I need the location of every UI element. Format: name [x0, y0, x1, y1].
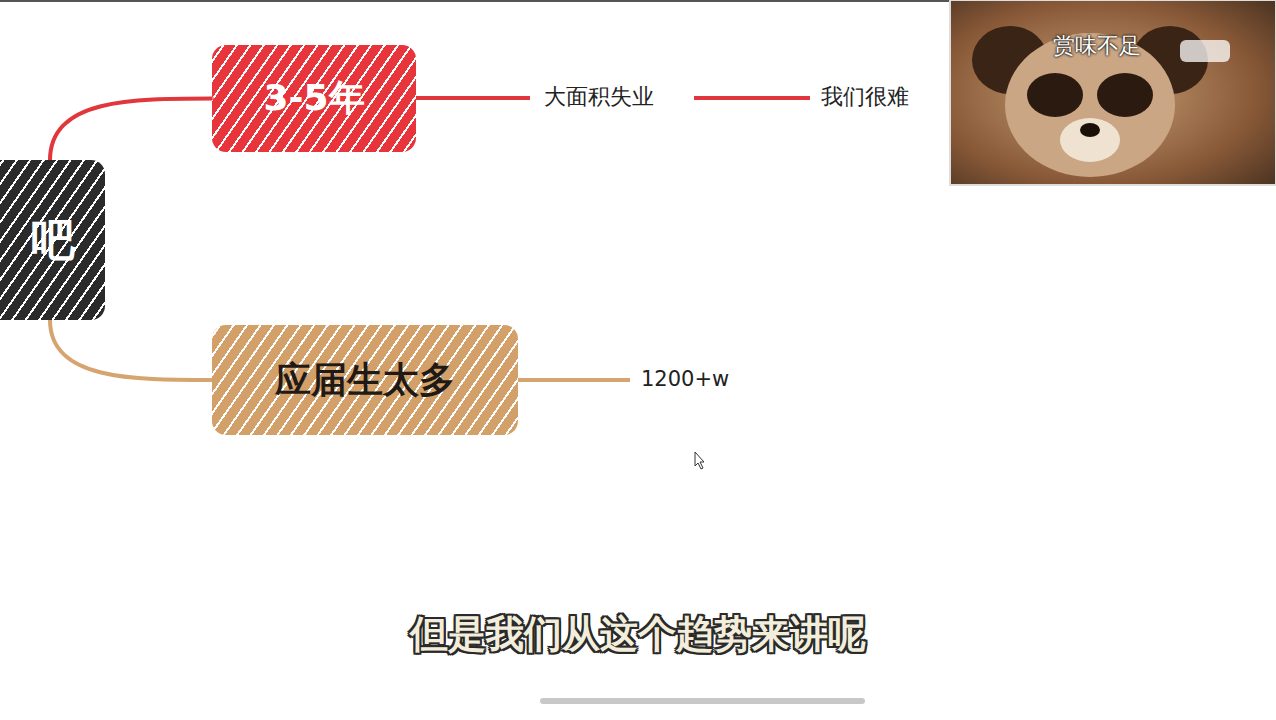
number-text: 1200+w [638, 367, 732, 392]
scrollbar [540, 698, 865, 704]
topic-title: 应届生太多 [275, 356, 455, 405]
branch-line [416, 96, 530, 100]
topic-text: 大面积失业 [541, 84, 657, 110]
branch-connector [50, 99, 212, 161]
branch-line [694, 96, 810, 100]
topic-box: 3-5年 [212, 45, 416, 152]
topic-title: 3-5年 [263, 74, 364, 123]
webcam-overlay [950, 0, 1276, 185]
mouse-cursor [695, 452, 704, 469]
branch-line [518, 378, 630, 382]
branch-connector [50, 320, 212, 380]
topic-box: 应届生太多 [212, 325, 518, 435]
topic-text: 我们很难 [818, 84, 912, 110]
subtitle: 但是我们从这个趋势来讲呢 [410, 612, 866, 658]
topic-title: 吧 [31, 211, 75, 270]
watermark: 赏味不足 [1050, 33, 1144, 59]
root-topic-box: 吧 [0, 160, 105, 320]
site-logo [1180, 40, 1230, 62]
